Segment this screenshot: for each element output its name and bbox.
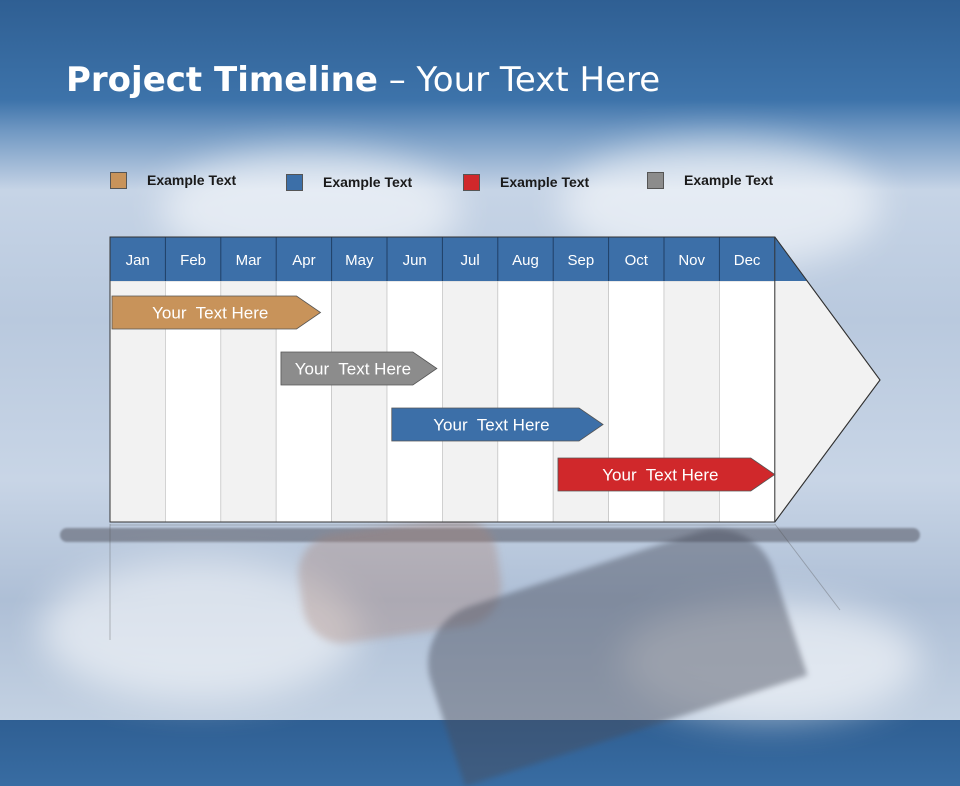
month-column	[386, 280, 443, 523]
page-title-bold: Project Timeline	[66, 60, 378, 100]
legend-swatch	[110, 171, 127, 189]
month-label: Apr	[292, 252, 315, 269]
background-cloud	[620, 600, 920, 720]
legend-label: Example Text	[147, 172, 237, 188]
timeline-diagram: Jan Feb Mar Apr May Jun Jul Aug Sep Oct Nov DecYour…	[109, 236, 881, 640]
month-label: Jun	[403, 252, 427, 269]
legend-label: Example Text	[500, 174, 590, 190]
legend-item: Example Text	[647, 170, 773, 190]
month-label: Mar	[236, 252, 262, 269]
month-label: Jan	[126, 252, 150, 269]
month-column	[331, 280, 388, 523]
task-arrow	[111, 295, 322, 330]
task-label: Your Text Here	[433, 416, 549, 435]
task-label: Your Text Here	[295, 360, 411, 379]
month-label: May	[345, 252, 374, 269]
task-arrow	[280, 351, 438, 386]
month-header-bar	[110, 237, 808, 281]
month-label: Feb	[180, 252, 206, 269]
month-column	[497, 280, 554, 523]
legend-label: Example Text	[323, 174, 413, 190]
task-arrow	[557, 457, 776, 492]
reflection-line	[774, 523, 841, 611]
page-title-subtitle: – Your Text Here	[377, 60, 661, 100]
month-label: Jul	[461, 252, 480, 269]
legend-item: Example Text	[286, 172, 412, 192]
background-cloud	[40, 560, 360, 700]
legend-swatch	[286, 173, 303, 191]
legend-item: Example Text	[110, 170, 236, 190]
background-rod	[60, 528, 920, 542]
legend-label: Example Text	[684, 172, 774, 188]
month-label: Dec	[734, 252, 761, 269]
month-label: Sep	[568, 252, 595, 269]
timeline-arrow-outline	[109, 236, 881, 523]
month-column	[441, 280, 499, 523]
legend-swatch	[647, 171, 664, 189]
legend-swatch	[463, 173, 480, 191]
month-label: Aug	[512, 252, 539, 269]
page-title: Project Timeline – Your Text Here	[66, 60, 660, 100]
month-label: Nov	[678, 252, 705, 269]
task-label: Your Text Here	[152, 304, 268, 323]
month-label: Oct	[625, 252, 649, 269]
task-label: Your Text Here	[602, 466, 718, 485]
task-arrow	[391, 407, 604, 442]
legend-item: Example Text	[463, 172, 589, 192]
